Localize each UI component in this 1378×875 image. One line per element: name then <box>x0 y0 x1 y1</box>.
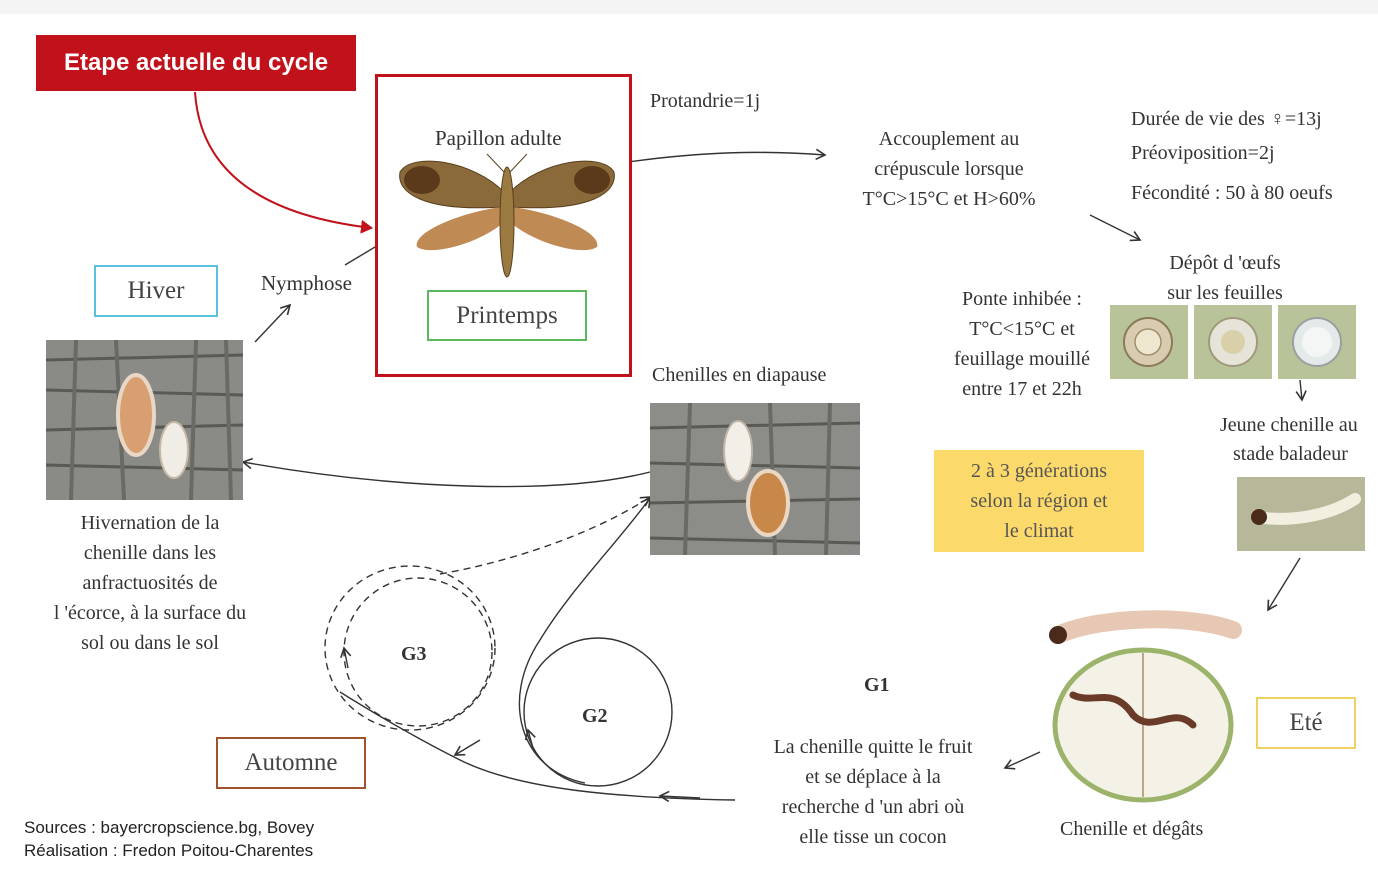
credits-line: Réalisation : Fredon Poitou-Charentes <box>24 841 314 860</box>
g3-to-diapause <box>439 496 652 575</box>
hibernation-5: sol ou dans le sol <box>81 632 219 654</box>
g1-label: G1 <box>864 674 890 696</box>
laying-inhibited-3: feuillage mouillé <box>953 348 1091 370</box>
laying-inhibited-4: entre 17 et 22h <box>962 378 1082 400</box>
leaves-fruit-2: et se déplace à la <box>805 766 941 788</box>
generations-line-1: 2 à 3 générations <box>970 460 1108 482</box>
apple-damage-illustration <box>1049 610 1242 803</box>
g1-path <box>339 691 736 801</box>
mating-line-3: T°C>15°C et H>60% <box>862 188 1036 210</box>
arrow-to-mating <box>627 148 827 163</box>
young-caterpillar-2: stade baladeur <box>1233 443 1348 465</box>
diapause-to-hibernation <box>241 457 651 488</box>
leaves-fruit-4: elle tisse un cocon <box>799 826 947 848</box>
arrow-to-nymphose <box>254 303 292 343</box>
diapause-label: Chenilles en diapause <box>652 364 827 386</box>
current-stage-arrow <box>194 91 373 234</box>
egg-deposit-line-2: sur les feuilles <box>1167 282 1283 304</box>
g2-loop <box>523 637 673 787</box>
season-autumn: Automne <box>216 737 366 789</box>
generations-note: 2 à 3 générations selon la région et le … <box>934 450 1144 552</box>
protandry-label: Protandrie=1j <box>650 90 761 112</box>
bark-diapause-illustration <box>650 403 860 555</box>
young-caterpillar-illustration <box>1237 477 1365 551</box>
hibernation-1: Hivernation de la <box>80 512 220 534</box>
arrow-to-leaving <box>1003 751 1041 770</box>
generations-line-3: le climat <box>1004 520 1074 542</box>
g2-to-diapause <box>518 496 651 784</box>
arrow-to-young <box>1295 379 1307 402</box>
leaves-fruit-3: recherche d 'un abri où <box>781 796 965 818</box>
g2-label: G2 <box>582 705 608 727</box>
season-summer: Eté <box>1256 697 1356 749</box>
arrow-to-apple <box>1267 557 1301 612</box>
young-caterpillar-1: Jeune chenille au <box>1220 414 1358 436</box>
damage-label: Chenille et dégâts <box>1060 818 1204 840</box>
bark-hibernation-illustration <box>46 340 243 500</box>
eggs-illustration <box>1110 305 1356 379</box>
mating-line-2: crépuscule lorsque <box>874 158 1024 180</box>
arrow-to-eggs <box>1089 214 1142 242</box>
season-winter: Hiver <box>94 265 218 317</box>
hibernation-2: chenille dans les <box>83 542 217 564</box>
preoviposition: Préoviposition=2j <box>1131 142 1275 164</box>
laying-inhibited-1: Ponte inhibée : <box>962 288 1082 310</box>
hibernation-3: anfractuosités de <box>82 572 218 594</box>
nymphosis-label: Nymphose <box>261 271 352 295</box>
g3-label: G3 <box>401 643 427 665</box>
mating-line-1: Accouplement au <box>878 128 1020 150</box>
moth-illustration <box>399 153 615 278</box>
female-lifespan: Durée de vie des ♀=13j <box>1131 108 1322 130</box>
sources-line: Sources : bayercropscience.bg, Bovey <box>24 818 315 837</box>
g3-loop-outer <box>324 565 496 731</box>
season-spring: Printemps <box>427 290 587 341</box>
laying-inhibited-2: T°C<15°C et <box>969 318 1075 340</box>
fecundity: Fécondité : 50 à 80 oeufs <box>1131 182 1333 204</box>
hibernation-4: l 'écorce, à la surface du <box>53 602 247 624</box>
adult-title: Papillon adulte <box>435 126 562 150</box>
generations-line-2: selon la région et <box>970 490 1108 512</box>
egg-deposit-line-1: Dépôt d 'œufs <box>1169 252 1281 274</box>
current-stage-banner: Etape actuelle du cycle <box>36 35 356 91</box>
leaves-fruit-1: La chenille quitte le fruit <box>773 736 973 758</box>
